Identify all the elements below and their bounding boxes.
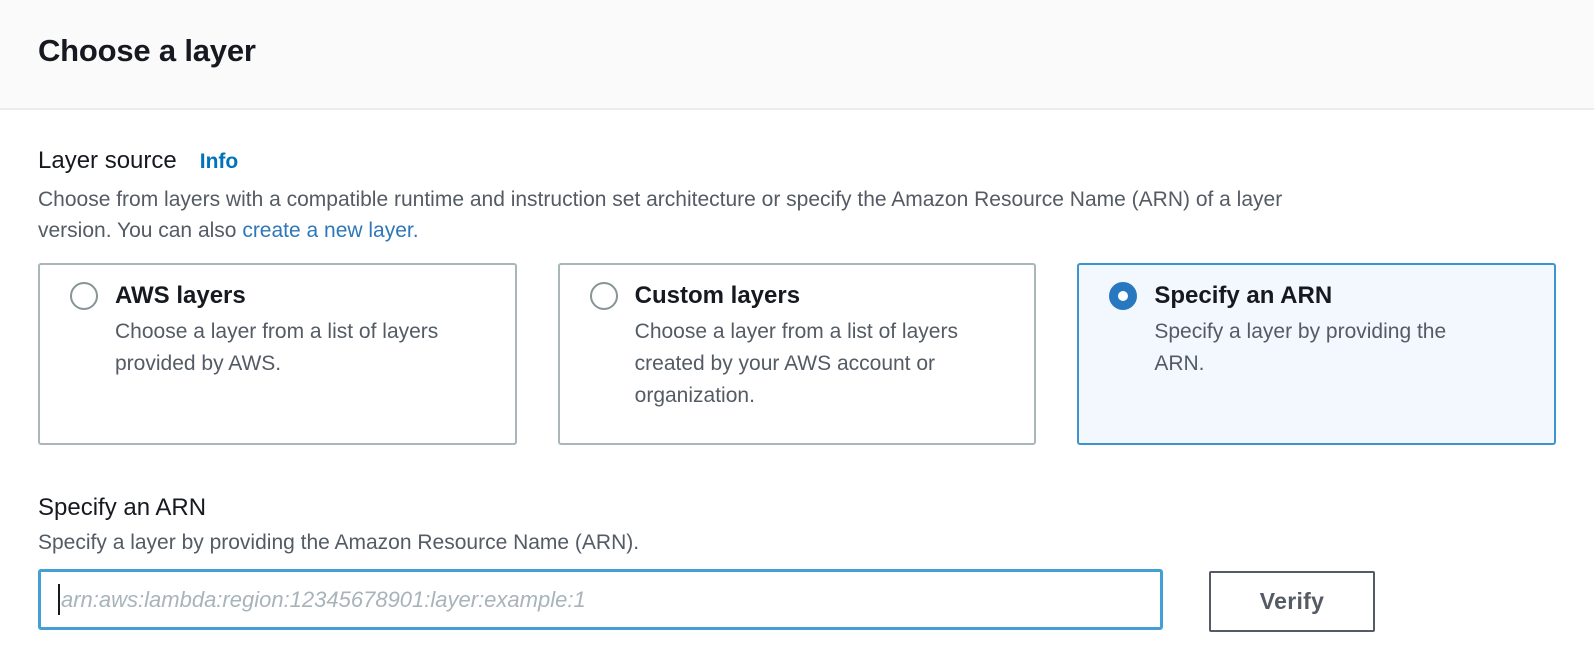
radio-button-icon[interactable] bbox=[1109, 282, 1138, 310]
option-card-head: Custom layers bbox=[589, 282, 1011, 310]
layer-source-options: AWS layers Choose a layer from a list of… bbox=[38, 263, 1556, 445]
option-title: Specify an ARN bbox=[1154, 282, 1333, 309]
info-link[interactable]: Info bbox=[199, 150, 239, 173]
page-title: Choose a layer bbox=[38, 33, 256, 68]
panel-header: Choose a layer bbox=[0, 0, 1594, 110]
panel-content: Layer source Info Choose from layers wit… bbox=[0, 147, 1594, 632]
text-cursor-caret bbox=[58, 584, 60, 615]
specify-arn-description: Specify a layer by providing the Amazon … bbox=[38, 531, 640, 554]
option-card-head: AWS layers bbox=[70, 282, 491, 310]
option-title: AWS layers bbox=[115, 282, 246, 309]
verify-button[interactable]: Verify bbox=[1209, 571, 1375, 632]
option-description: Choose a layer from a list of layers pro… bbox=[115, 320, 439, 375]
layer-source-label-row: Layer source Info bbox=[38, 147, 1556, 175]
arn-input[interactable] bbox=[38, 569, 1163, 630]
description-line2-text: version. You can also bbox=[38, 219, 243, 242]
option-description: Specify a layer by providing the ARN. bbox=[1154, 320, 1447, 375]
option-title: Custom layers bbox=[634, 282, 801, 309]
arn-input-wrapper bbox=[38, 569, 1163, 630]
radio-button-icon[interactable] bbox=[589, 282, 618, 310]
option-card-custom-layers[interactable]: Custom layers Choose a layer from a list… bbox=[557, 263, 1037, 445]
layer-source-label: Layer source bbox=[38, 147, 177, 174]
specify-arn-title: Specify an ARN bbox=[38, 494, 207, 521]
create-new-layer-link[interactable]: create a new layer. bbox=[242, 219, 419, 242]
option-description: Choose a layer from a list of layers cre… bbox=[634, 320, 958, 407]
arn-input-row: Verify bbox=[38, 569, 1556, 632]
layer-source-description: Choose from layers with a compatible run… bbox=[38, 184, 1556, 246]
option-card-head: Specify an ARN bbox=[1109, 282, 1530, 310]
option-card-specify-arn[interactable]: Specify an ARN Specify a layer by provid… bbox=[1077, 263, 1556, 445]
description-line1: Choose from layers with a compatible run… bbox=[38, 188, 1283, 211]
radio-button-icon[interactable] bbox=[70, 282, 98, 310]
option-card-aws-layers[interactable]: AWS layers Choose a layer from a list of… bbox=[38, 263, 517, 445]
description-line2: version. You can also create a new layer… bbox=[38, 215, 1556, 246]
